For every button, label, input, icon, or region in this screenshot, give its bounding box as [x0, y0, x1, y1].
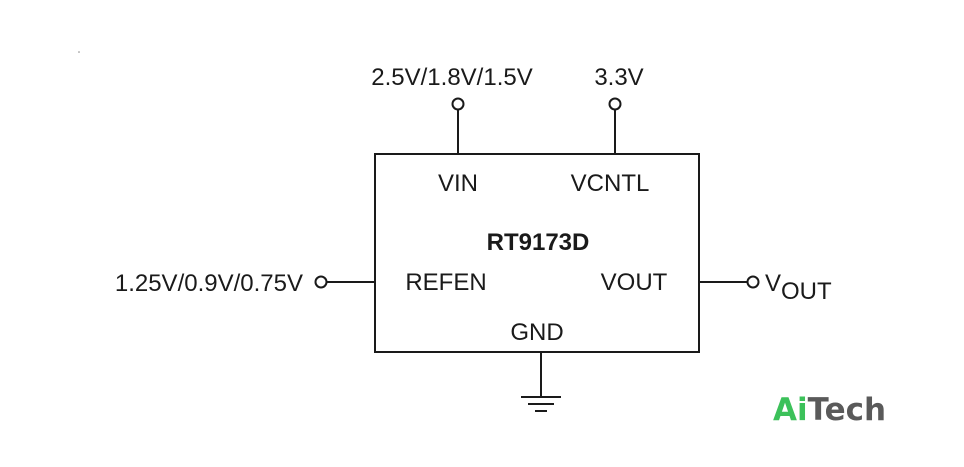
- speck-mark: [78, 51, 80, 53]
- vcntl-supply-label: 3.3V: [594, 64, 643, 91]
- brand-logo: AiTech: [773, 392, 886, 428]
- vout-label-subscript: OUT: [781, 278, 832, 305]
- ground-icon: [521, 396, 561, 412]
- vin-supply-label: 2.5V/1.8V/1.5V: [371, 64, 532, 91]
- pin-vin-label: VIN: [438, 170, 478, 197]
- pin-vcntl-label: VCNTL: [571, 170, 650, 197]
- pin-vout-label: VOUT: [601, 269, 668, 296]
- refen-supply-label: 1.25V/0.9V/0.75V: [115, 270, 303, 297]
- vout-label: VOUT: [765, 270, 832, 305]
- chip-name: RT9173D: [487, 229, 590, 256]
- pin-refen-label: REFEN: [405, 269, 486, 296]
- logo-part-tech: Tech: [808, 392, 887, 428]
- ic-body: [374, 153, 700, 353]
- vcntl-terminal: [608, 97, 622, 111]
- vout-terminal: [746, 275, 760, 289]
- logo-part-ai: Ai: [773, 392, 808, 428]
- vin-terminal: [451, 97, 465, 111]
- pin-gnd-label: GND: [510, 319, 563, 346]
- refen-terminal: [314, 275, 328, 289]
- vout-label-main: V: [765, 270, 781, 297]
